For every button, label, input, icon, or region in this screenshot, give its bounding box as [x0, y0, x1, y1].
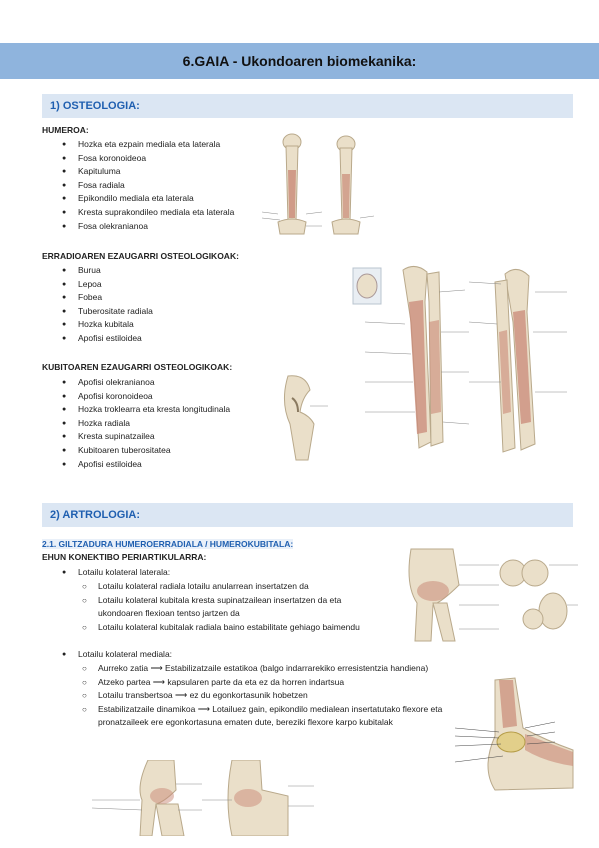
ulna-illustration	[276, 372, 336, 462]
section-osteologia-header: 1) OSTEOLOGIA:	[42, 94, 573, 118]
page-title: 6.GAIA - Ukondoaren biomekanika:	[0, 43, 599, 79]
list-item: Apofisi koronoideoa	[62, 390, 230, 404]
list-item: Apofisi estiloidea	[62, 332, 153, 346]
list-item: Lotailu kolateral radiala lotailu anular…	[82, 580, 382, 594]
list-item: Kresta supinatzailea	[62, 430, 230, 444]
list-item: Tuberositate radiala	[62, 305, 153, 319]
list-item: Fosa olekranianoa	[62, 220, 234, 234]
list-item: Burua	[62, 264, 153, 278]
section-artrologia-header: 2) ARTROLOGIA:	[42, 503, 573, 527]
humeroa-heading: HUMEROA:	[42, 125, 89, 135]
medial-ligament-sublist: Aurreko zatia ⟶ Estabilizatzaile estatik…	[82, 662, 450, 730]
list-item: Lotailu kolateral kubitalak radiala bain…	[82, 621, 382, 635]
medial-ligament-illustration	[455, 676, 575, 792]
erradioa-list: Burua Lepoa Fobea Tuberositate radiala H…	[62, 264, 153, 346]
kubitoa-heading: KUBITOAREN EZAUGARRI OSTEOLOGIKOAK:	[42, 362, 233, 372]
medial-ligament-item: Lotailu kolateral mediala:	[62, 648, 172, 662]
humerus-illustration	[262, 130, 374, 248]
list-item: Hozka radiala	[62, 417, 230, 431]
radius-ulna-illustration	[345, 262, 573, 458]
list-item: Lotailu transbertsoa ⟶ ez du egonkortasu…	[82, 689, 450, 703]
giltzadura-subheading: 2.1. GILTZADURA HUMEROERRADIALA / HUMERO…	[42, 539, 294, 549]
list-item: Kapituluma	[62, 165, 234, 179]
list-item: Lotailu kolateral kubitala kresta supina…	[82, 594, 382, 621]
elbow-ligaments-views-illustration	[92, 760, 318, 836]
list-item: Epikondilo mediala eta laterala	[62, 192, 234, 206]
list-item: Atzeko partea ⟶ kapsularen parte da eta …	[82, 676, 450, 690]
humeroa-list: Hozka eta ezpain mediala eta laterala Fo…	[62, 138, 234, 233]
list-item: Kubitoaren tuberositatea	[62, 444, 230, 458]
kubitoa-list: Apofisi olekranianoa Apofisi koronoideoa…	[62, 376, 230, 471]
page-title-text: 6.GAIA - Ukondoaren biomekanika:	[182, 53, 417, 69]
list-item: Lepoa	[62, 278, 153, 292]
list-item: Hozka troklearra eta kresta longitudinal…	[62, 403, 230, 417]
ehun-konektiboa-heading: EHUN KONEKTIBO PERIARTIKULARRA:	[42, 552, 207, 562]
erradioa-heading: ERRADIOAREN EZAUGARRI OSTEOLOGIKOAK:	[42, 251, 239, 261]
list-item: Hozka kubitala	[62, 318, 153, 332]
section-osteologia-label: 1) OSTEOLOGIA:	[50, 100, 140, 112]
lateral-ligament-sublist: Lotailu kolateral radiala lotailu anular…	[82, 580, 382, 634]
list-item: Lotailu kolateral laterala:	[62, 566, 170, 580]
list-item: Hozka eta ezpain mediala eta laterala	[62, 138, 234, 152]
list-item: Apofisi olekranianoa	[62, 376, 230, 390]
list-item: Lotailu kolateral mediala:	[62, 648, 172, 662]
list-item: Aurreko zatia ⟶ Estabilizatzaile estatik…	[82, 662, 450, 676]
list-item: Fosa radiala	[62, 179, 234, 193]
elbow-joint-illustration	[403, 545, 578, 645]
list-item: Fobea	[62, 291, 153, 305]
section-artrologia-label: 2) ARTROLOGIA:	[50, 509, 141, 521]
list-item: Fosa koronoideoa	[62, 152, 234, 166]
lateral-ligament-item: Lotailu kolateral laterala:	[62, 566, 170, 580]
list-item: Kresta suprakondileo mediala eta lateral…	[62, 206, 234, 220]
list-item: Estabilizatzaile dinamikoa ⟶ Lotailuez g…	[82, 703, 450, 730]
list-item: Apofisi estiloidea	[62, 458, 230, 472]
